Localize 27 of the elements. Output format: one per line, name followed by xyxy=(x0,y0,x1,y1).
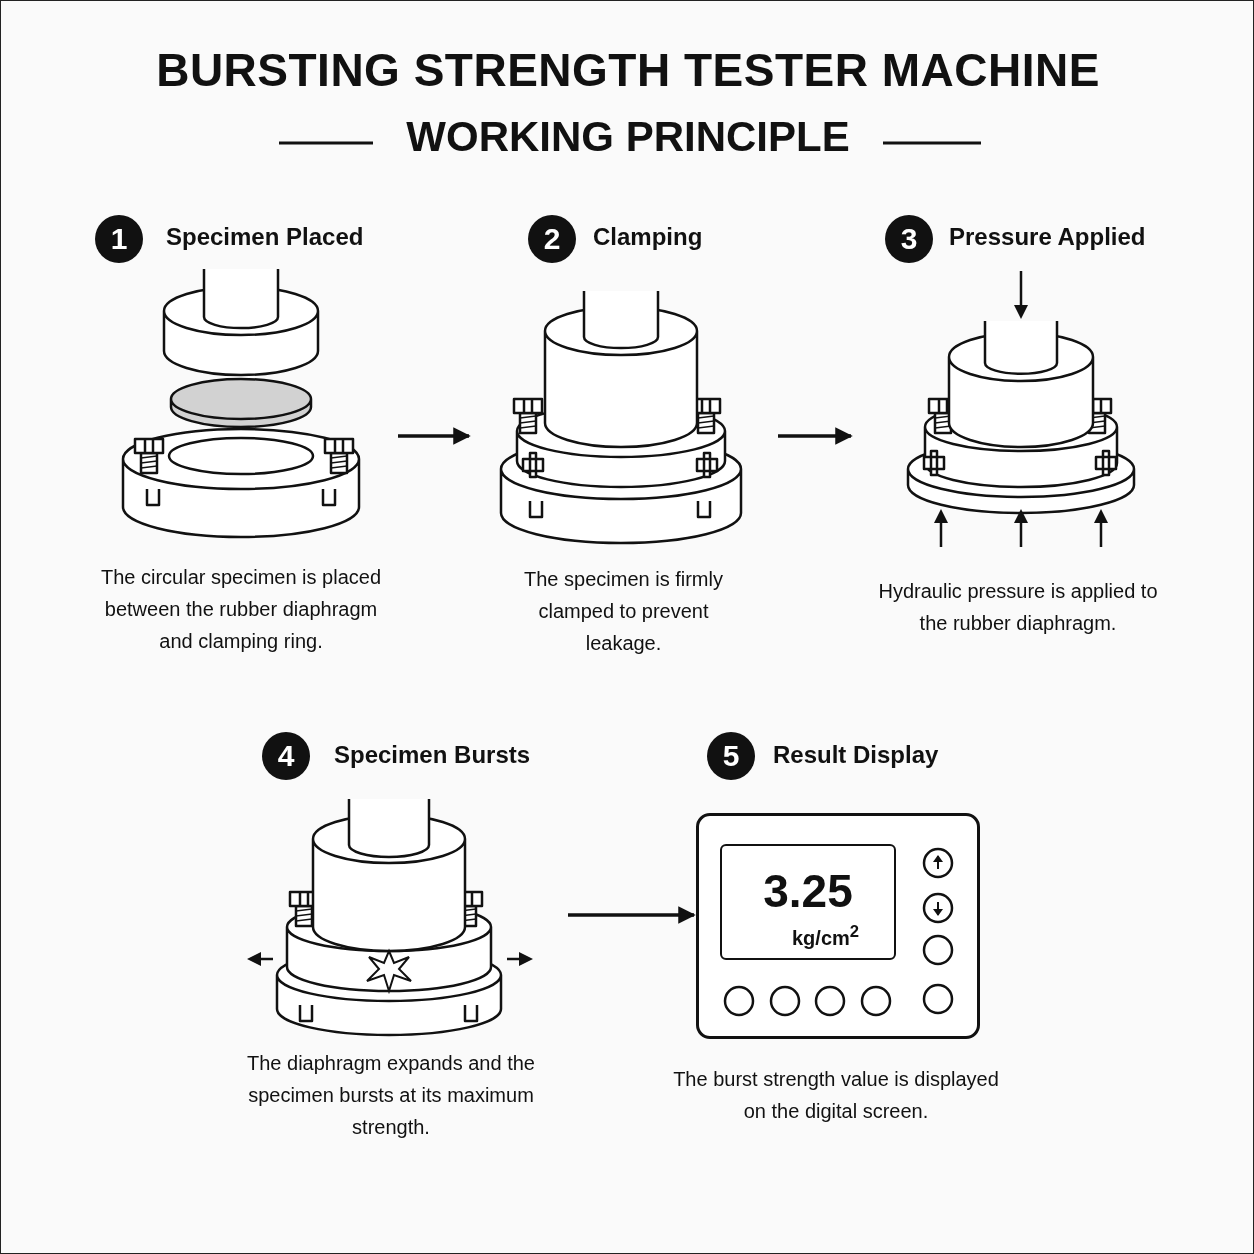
arrow xyxy=(778,427,853,445)
arrow xyxy=(398,427,471,445)
step-heading: Pressure Applied xyxy=(949,223,1146,251)
arrow xyxy=(568,906,696,924)
reading-value: 3.25 xyxy=(762,864,854,918)
step-heading: Specimen Bursts xyxy=(334,741,531,769)
step-number-badge: 5 xyxy=(707,732,755,780)
step-number-badge: 1 xyxy=(95,215,143,263)
tester-drawing xyxy=(275,797,503,1037)
title: BURSTING STRENGTH TESTER MACHINE xyxy=(155,43,1101,97)
display-panel xyxy=(696,813,980,1039)
step-number-badge: 2 xyxy=(528,215,576,263)
step-heading: Clamping xyxy=(593,223,703,251)
step-description: The burst strength value is displayed on the digital screen. xyxy=(672,1067,1000,1124)
tester-drawing xyxy=(121,267,361,539)
step-number-badge: 4 xyxy=(262,732,310,780)
step-heading: Specimen Placed xyxy=(166,223,364,251)
step-heading: Result Display xyxy=(773,741,939,769)
step-description: The circular specimen is placed between the rubber diaphragm and clamping ring. xyxy=(99,565,383,654)
step-number-badge: 3 xyxy=(885,215,933,263)
unit-label: kg/cm$^{2}$ xyxy=(792,922,860,950)
tester-drawing xyxy=(499,289,743,545)
step-description: Hydraulic pressure is applied to the rubber diaphragm. xyxy=(877,579,1159,636)
tester-drawing xyxy=(906,319,1136,515)
step-description: The diaphragm expands and the specimen bursts at its maximum strength. xyxy=(246,1051,536,1140)
subtitle: WORKING PRINCIPLE xyxy=(405,113,851,161)
step-description: The specimen is firmly clamped to prevent leakage. xyxy=(523,567,724,656)
